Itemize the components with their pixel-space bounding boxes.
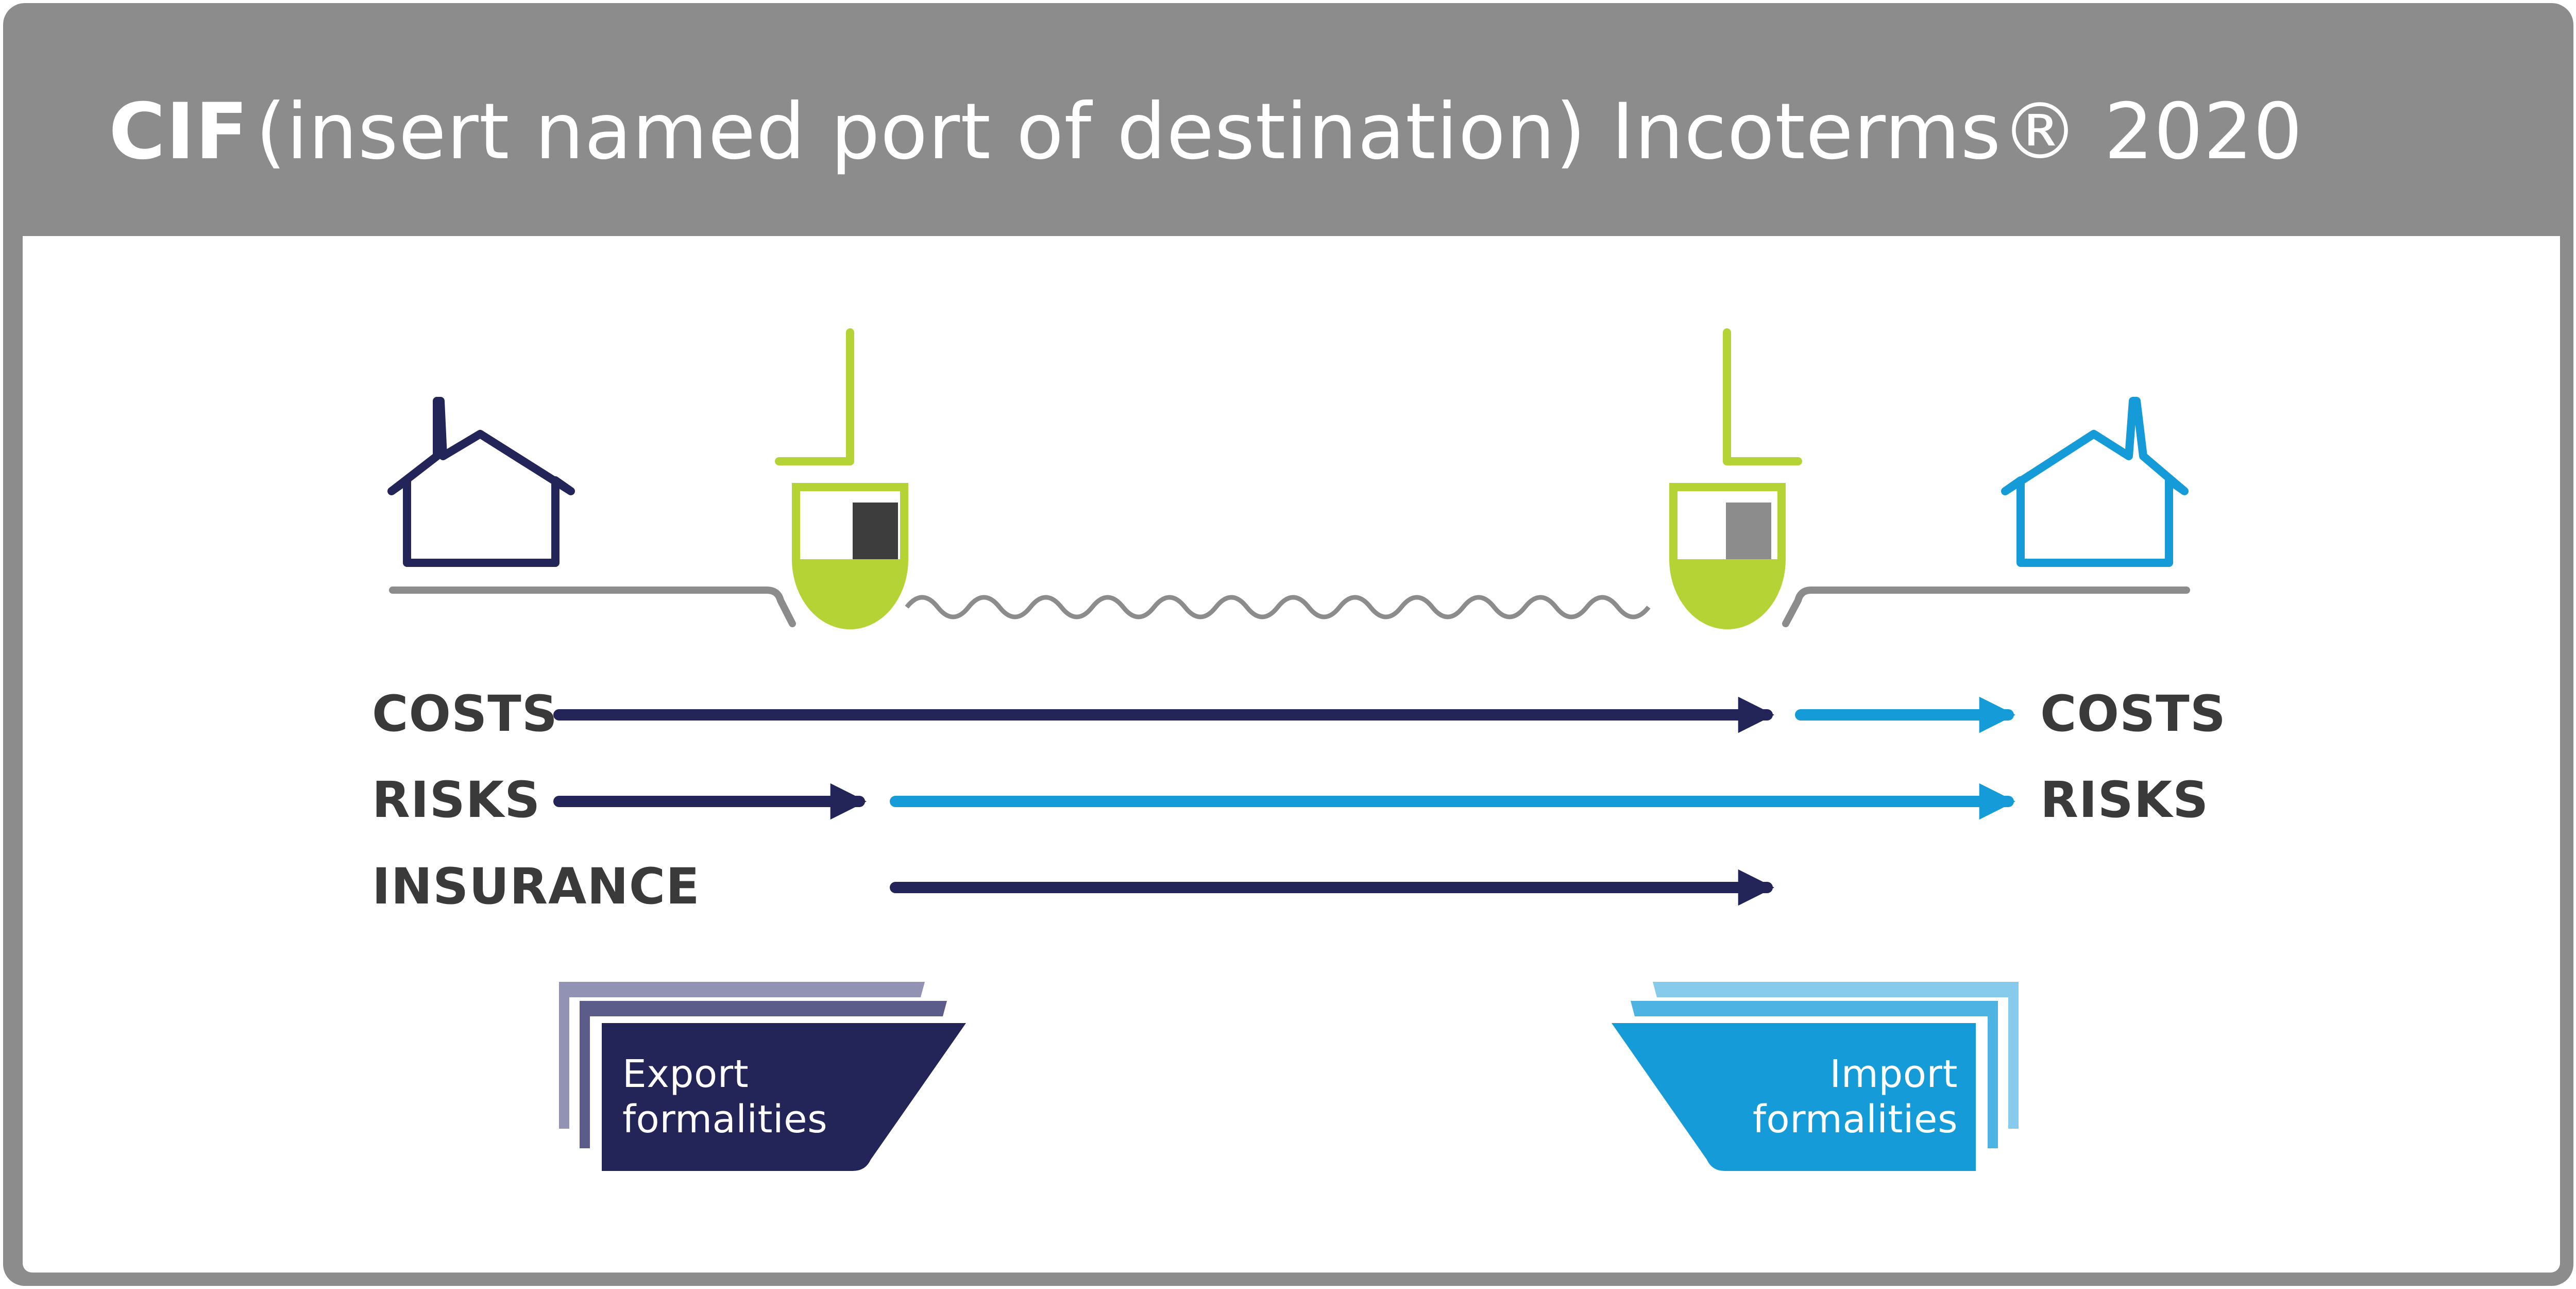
seller-warehouse-icon	[387, 397, 575, 567]
export-formalities-card	[559, 982, 966, 1171]
buyer-costs-label: COSTS	[2040, 685, 2226, 743]
export-card-line1: Export	[622, 1052, 749, 1096]
buyer-warehouse-icon	[2001, 397, 2189, 567]
import-card-line1: Import	[1829, 1052, 1958, 1096]
export-card-line2: formalities	[622, 1097, 828, 1142]
incoterm-description: (insert named port of destination) Incot…	[256, 87, 2303, 177]
ship-at-destination-port-icon	[1669, 328, 1802, 629]
export-formalities-text: Export formalities	[622, 1051, 827, 1142]
import-formalities-text: Import formalities	[1747, 1051, 1958, 1142]
seller-costs-label: COSTS	[372, 685, 558, 743]
incoterm-code: CIF	[109, 87, 249, 177]
ship-at-shipment-port-icon	[775, 328, 908, 629]
import-formalities-card	[1612, 982, 2019, 1171]
buyer-quay	[1782, 587, 2190, 627]
buyer-risks-label: RISKS	[2040, 771, 2209, 829]
import-card-line2: formalities	[1752, 1097, 1958, 1142]
seller-risks-label: RISKS	[372, 771, 541, 829]
seller-insurance-label: INSURANCE	[372, 858, 700, 915]
seller-quay	[389, 587, 796, 627]
page-title: CIF(insert named port of destination) In…	[109, 80, 2303, 183]
sea-waves	[905, 595, 1651, 620]
